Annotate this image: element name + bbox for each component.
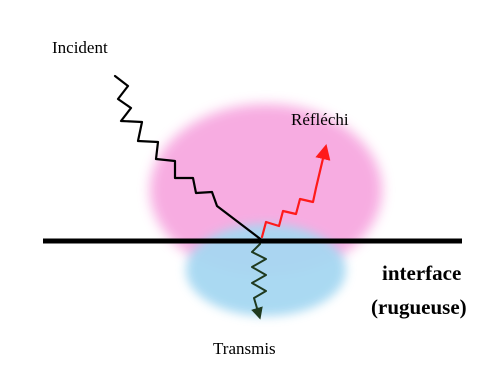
transmitted-wave: [251, 243, 267, 320]
incident-label: Incident: [52, 38, 108, 57]
reflected-wave: [260, 144, 331, 239]
transmission-lobe: [186, 224, 346, 316]
interface-label: interface: [382, 261, 462, 285]
reflected-label: Réfléchi: [291, 110, 349, 129]
transmitted-label: Transmis: [213, 339, 276, 358]
incident-wave: [113, 74, 265, 243]
interface-rough-label: (rugueuse): [371, 295, 467, 319]
